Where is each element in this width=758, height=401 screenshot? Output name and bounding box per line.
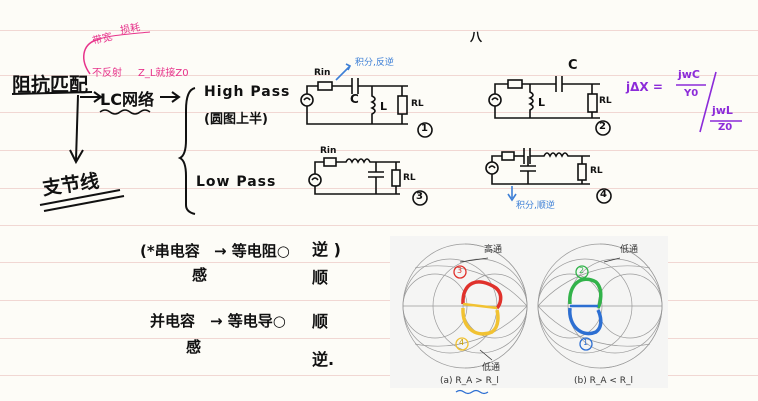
circuit2-rl: RL xyxy=(599,96,612,106)
ruled-line xyxy=(0,375,758,376)
ruled-line xyxy=(0,75,758,76)
series-rule-prefix: (*串电容 xyxy=(140,242,200,260)
formula-frac2-num: jwL xyxy=(712,104,733,117)
formula-frac2-den: Z0 xyxy=(718,122,733,133)
circuit1-note: 积分,反逆 xyxy=(355,58,394,68)
high-pass-label: High Pass xyxy=(204,84,291,100)
shunt-rule-result-1: 顺 xyxy=(312,312,329,331)
smith-chart-panel xyxy=(390,236,668,388)
header-mark: 八 xyxy=(470,30,483,44)
circuit1-number: 1 xyxy=(421,123,428,134)
ruled-line xyxy=(0,300,758,301)
formula-frac1-num: jwC xyxy=(678,68,701,81)
circuit3-rin: Rin xyxy=(320,146,337,156)
circuit3-rl: RL xyxy=(403,173,416,183)
smith-chart-right xyxy=(537,243,663,369)
high-pass-note: (圆图上半) xyxy=(204,112,268,127)
ruled-line xyxy=(0,112,758,113)
circuit2-number: 2 xyxy=(599,121,606,132)
circuit4-rl: RL xyxy=(590,166,603,176)
circuit2-c: C xyxy=(568,58,578,73)
circuit-2 xyxy=(488,76,611,136)
annotation-no-reflection: 不反射 xyxy=(92,68,122,79)
circuit-1 xyxy=(300,63,433,138)
circuit2-l: L xyxy=(538,96,546,109)
circuit1-l: L xyxy=(380,100,388,113)
shunt-rule-prefix: 并电容 xyxy=(150,312,196,330)
smith-left-high-label: 高通 xyxy=(484,245,503,255)
smith-left-marker-3: 3 xyxy=(457,266,463,275)
lc-network-label: LC网络 xyxy=(100,90,154,109)
ruled-line xyxy=(0,150,758,151)
smith-right-low-label: 低通 xyxy=(620,245,639,255)
series-rule-result-1: 逆 ) xyxy=(312,240,341,259)
smith-left-marker-4: 4 xyxy=(459,338,465,347)
circuit4-note: 积分,顺逆 xyxy=(516,201,555,211)
ruled-line xyxy=(0,225,758,226)
ruled-line xyxy=(0,30,758,31)
smith-right-marker-1: 1 xyxy=(583,338,589,347)
circuit4-number: 4 xyxy=(600,189,607,200)
circuit1-rl: RL xyxy=(411,99,424,109)
ruled-line xyxy=(0,338,758,339)
circuit1-c: C xyxy=(350,92,359,106)
smith-left-low-label: 低通 xyxy=(482,363,501,373)
low-pass-label: Low Pass xyxy=(196,174,277,190)
annotation-zl-z0: Z_L就接Z0 xyxy=(138,68,189,79)
circuit-3 xyxy=(308,157,428,206)
shunt-rule-inductor: 感 xyxy=(186,338,202,356)
formula-frac1-den: Y0 xyxy=(684,88,699,99)
ruled-line xyxy=(0,188,758,189)
formula-lhs: jΔX = xyxy=(626,80,663,94)
smith-left-caption: (a) R_A > R_l xyxy=(440,376,499,386)
series-rule-inductor: 感 xyxy=(192,266,208,284)
shunt-rule-result-2: 逆. xyxy=(312,350,335,369)
circuit1-rin: Rin xyxy=(314,68,331,78)
shunt-rule-arrow: → 等电导○ xyxy=(210,312,286,330)
circuit3-number: 3 xyxy=(416,191,423,202)
circuit-4 xyxy=(485,148,612,204)
ruled-line xyxy=(0,262,758,263)
series-rule-result-2: 顺 xyxy=(312,268,329,287)
smith-right-marker-2: 2 xyxy=(579,266,585,275)
smith-right-caption: (b) R_A < R_l xyxy=(574,376,634,386)
series-rule-arrow: → 等电阻○ xyxy=(214,242,290,260)
impedance-matching-title: 阻抗匹配 xyxy=(12,74,89,96)
